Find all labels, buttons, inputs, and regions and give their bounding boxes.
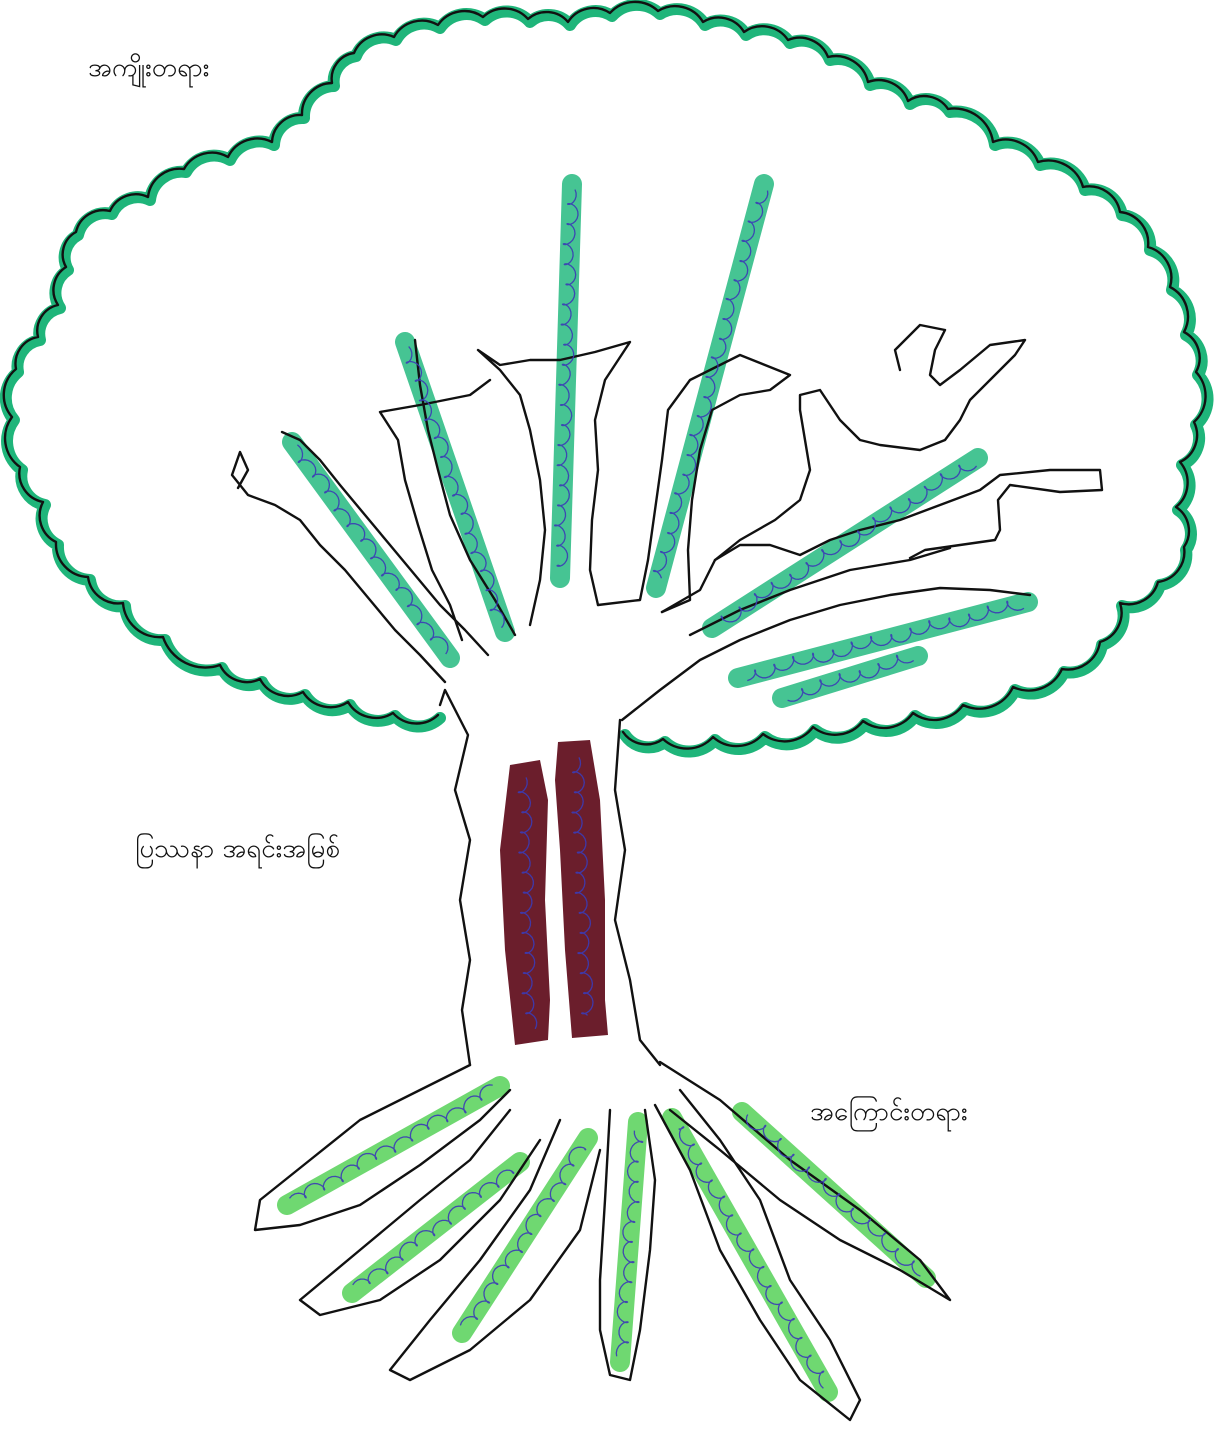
trunk-bar-right — [555, 740, 608, 1038]
canopy-black-outline — [4, 2, 1206, 749]
branch-highlight-4 — [656, 184, 764, 588]
branch-4-outline — [598, 355, 790, 612]
branch-1-outer-edge — [232, 452, 445, 682]
branch-highlights — [292, 184, 1028, 698]
trunk-right-edge — [615, 720, 660, 1065]
label-effects: အကျိုးတရား — [88, 52, 209, 88]
trunk-bar-left — [500, 760, 550, 1045]
handwriting-layer — [290, 190, 1025, 1389]
tree-canopy — [4, 2, 1208, 752]
root-highlights — [287, 1086, 926, 1392]
label-causes: အကြောင်းတရား — [810, 1094, 968, 1132]
tree-trunk — [440, 690, 660, 1065]
trunk-left-edge — [440, 690, 470, 1065]
root-highlight-6 — [742, 1112, 926, 1278]
label-core-problem: ပြဿနာ အရင်းအမြစ် — [135, 831, 340, 869]
branch-5-lower-edge — [662, 470, 1102, 612]
branch-highlight-5 — [712, 458, 978, 628]
